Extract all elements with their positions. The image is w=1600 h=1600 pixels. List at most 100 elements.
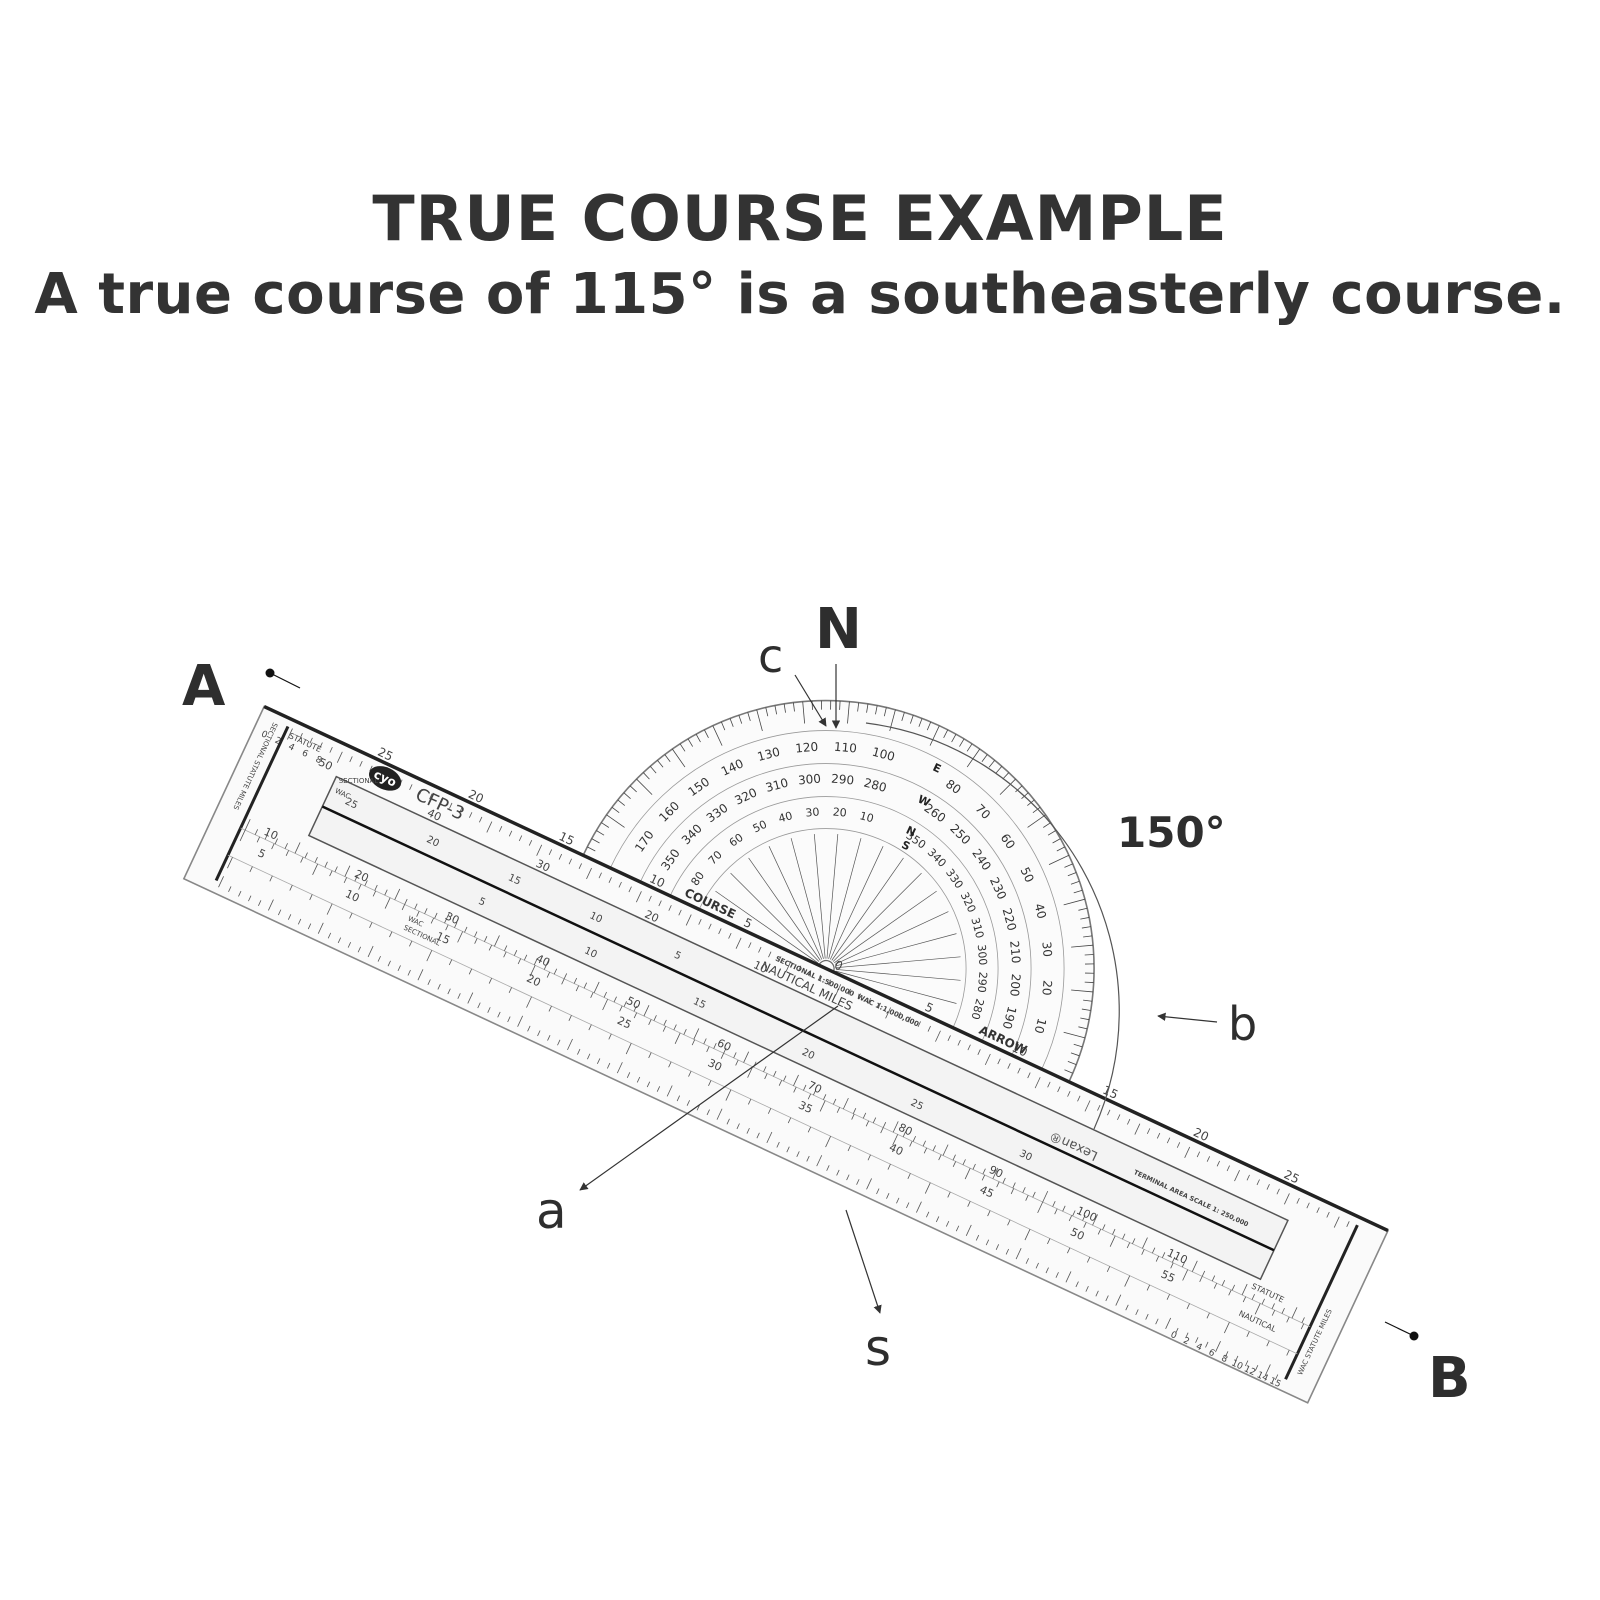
ruler-tick [1146, 1128, 1151, 1134]
ruler-tick [643, 1004, 650, 1017]
protractor-ray [834, 911, 949, 965]
ruler-tick [803, 1084, 807, 1091]
ruler-tick [1156, 1132, 1161, 1139]
ruler-tick [309, 737, 313, 744]
ruler-edge-right-label: 15 [1268, 1376, 1283, 1390]
ruler-tick [1084, 1100, 1091, 1112]
protractor-tick [629, 785, 637, 793]
ruler-tick [1184, 1146, 1191, 1159]
ruler-tick [1086, 1256, 1091, 1263]
ruler-tick [307, 923, 312, 930]
ruler-tick [975, 1234, 980, 1241]
protractor-ray [831, 857, 904, 961]
protractor-tick [1052, 838, 1061, 844]
protractor-middle-label: 210 [1007, 940, 1023, 964]
ruler-tick [1264, 1364, 1271, 1376]
ruler-tick [691, 1039, 696, 1046]
ruler-tick [317, 922, 324, 934]
ruler-tick [819, 1100, 826, 1112]
ruler-tick [568, 858, 572, 865]
protractor-tick [720, 721, 726, 731]
ruler-tick [826, 1165, 830, 1171]
protractor-tick [636, 778, 653, 795]
protractor-tick [679, 743, 686, 752]
ruler-tick [606, 1062, 611, 1069]
ruler-tick [648, 1019, 652, 1026]
ruler-terminal-label: 20 [800, 1047, 816, 1062]
ruler-tick [882, 1122, 887, 1128]
protractor-tick [966, 748, 981, 768]
b-arrow [1157, 1012, 1218, 1023]
ruler-tick [648, 1052, 652, 1059]
ruler-tick [329, 747, 333, 753]
ruler-tick [674, 1032, 681, 1044]
ruler-tick [1346, 1221, 1350, 1227]
ruler-tick [723, 1047, 727, 1054]
ruler-top-label: 20 [1191, 1125, 1211, 1144]
ruler-statute-label: 10 [262, 825, 280, 843]
ruler-tick [982, 1168, 986, 1175]
ruler-tick [526, 996, 532, 1008]
ruler-terminal-label: 10 [582, 945, 598, 960]
ruler-tick [1211, 1275, 1216, 1282]
protractor-outer-label: 50 [1018, 865, 1037, 885]
protractor-tick [657, 760, 664, 768]
ruler-tick [517, 1015, 524, 1027]
ruler-tick [1182, 1269, 1189, 1281]
ruler-tick [430, 917, 435, 924]
ruler-tick [1022, 1187, 1026, 1193]
protractor-tick [929, 725, 940, 746]
ruler-tick [401, 904, 406, 911]
ruler-edge-left-label: 0 [259, 729, 269, 741]
ruler-tick [787, 1117, 792, 1124]
protractor-tick [601, 822, 610, 828]
ruler-tick [523, 954, 528, 961]
ruler-tick [1005, 1248, 1010, 1255]
ruler-tick [389, 931, 393, 938]
ruler-sectional-label: 50 [1068, 1225, 1086, 1243]
protractor-tick [793, 702, 795, 712]
ruler-edge-left-label: 8 [314, 755, 324, 767]
protractor-inner-label: 20 [832, 805, 847, 819]
ruler-tick [636, 1076, 641, 1083]
ruler-statute-label: 30 [443, 910, 461, 928]
ruler-tick [484, 936, 488, 942]
point-a-marker [265, 668, 275, 678]
ruler-tick [1117, 1114, 1121, 1121]
ruler-tick [668, 1061, 672, 1068]
ruler-tick [1226, 1165, 1230, 1172]
ruler-tick [409, 940, 413, 947]
ruler-sectional-label: 35 [796, 1099, 814, 1117]
ruler-tick [764, 1073, 768, 1080]
ruler-tick [445, 924, 449, 931]
protractor-ray [748, 857, 821, 961]
ruler-tick [1152, 1247, 1156, 1254]
ruler-tick [1085, 1286, 1089, 1292]
ruler-tick [1027, 1072, 1031, 1079]
protractor-middle-label: 280 [862, 776, 888, 795]
ruler-nm-label: 25 [343, 796, 359, 811]
ruler-tick [517, 958, 522, 965]
ruler-tick [662, 1026, 667, 1032]
ruler-tick [1205, 1341, 1209, 1348]
protractor-tick [1070, 1052, 1080, 1057]
ruler-nm-label: 20 [425, 834, 441, 849]
protractor-middle-label: 300 [797, 772, 821, 788]
ruler-sectional-label: 20 [524, 972, 542, 990]
ruler-tick [693, 1028, 700, 1040]
ruler-tick [602, 998, 609, 1011]
ruler-tick [947, 1191, 951, 1198]
ruler-tick [653, 1015, 657, 1021]
ruler-tick [1107, 1109, 1111, 1116]
ruler-tick [718, 928, 722, 935]
ruler-tick [1097, 1228, 1102, 1235]
protractor-tick [695, 733, 701, 743]
ruler-tick [277, 909, 282, 916]
ruler-tick [686, 1100, 690, 1106]
ruler-tick [758, 946, 762, 953]
ruler-tick [419, 788, 423, 795]
ruler-tick [336, 751, 343, 763]
ruler-tick [528, 839, 533, 846]
ruler-tick [708, 1080, 712, 1087]
ruler-tick [561, 978, 565, 985]
